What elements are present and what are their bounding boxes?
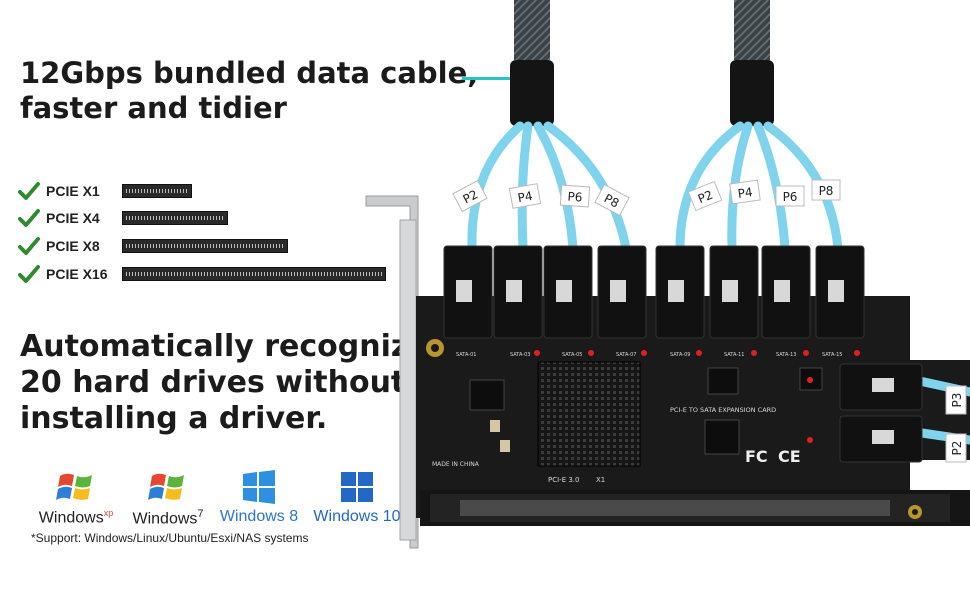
- feature-headline-line2: 20 hard drives without: [20, 365, 406, 400]
- sata-latches: [456, 280, 844, 302]
- bundled-cable-left: [510, 0, 554, 126]
- board-silkscreen: SATA-01 SATA-03 SATA-05 SATA-07 SATA-09 …: [432, 352, 842, 484]
- cable-tag-label: P4: [737, 185, 754, 201]
- windows-7-logo: Windows7: [126, 470, 210, 528]
- callout-pointer-line: [462, 77, 522, 80]
- cable-tag-label: P2: [950, 441, 964, 456]
- sata-connectors-top: [443, 245, 865, 339]
- sata-port-label: SATA-13: [776, 352, 796, 358]
- windows-flag-icon: [56, 473, 92, 500]
- feature-headline-line1: Automatically recognize: [20, 329, 429, 364]
- cable-tag-label: P3: [950, 393, 964, 408]
- cable-headline-line2: faster and tidier: [20, 91, 287, 125]
- windows-tiles-icon: [243, 470, 275, 504]
- cable-tag-label: P2: [461, 187, 481, 206]
- ce-mark: CE: [778, 447, 801, 466]
- cable-tag-label: P6: [783, 190, 798, 204]
- slot-label: PCIE X1: [46, 183, 100, 199]
- cable-headline-line1: 12Gbps bundled data cable,: [20, 56, 479, 90]
- sata-port-label: SATA-09: [670, 352, 690, 358]
- sata-port-label: SATA-15: [822, 352, 842, 358]
- card-name-label: PCI-E TO SATA EXPANSION CARD: [670, 406, 776, 414]
- slot-row-x8: PCIE X8: [18, 235, 288, 257]
- sata-expansion-card-image: P2 P4 P6 P8 P2 P4 P6 P8 P3 P2 SATA-01 SA: [365, 0, 970, 549]
- os-version: 7: [197, 508, 204, 520]
- sata-port-label: SATA-05: [562, 352, 582, 358]
- pci-bracket: [365, 195, 419, 549]
- pcie-x8-slot-graphic: [122, 239, 288, 253]
- os-name: Windows: [132, 510, 198, 528]
- interface-label: PCI-E 3.0: [548, 476, 579, 484]
- windows-tiles-icon: [341, 472, 373, 502]
- sata-port-label: SATA-07: [616, 352, 636, 358]
- sata-port-label: SATA-03: [510, 352, 530, 358]
- slot-label: PCIE X16: [46, 266, 108, 282]
- windows-xp-logo: Windowsxp: [32, 470, 120, 527]
- slot-row-x1: PCIE X1: [18, 180, 192, 202]
- slot-row-x16: PCIE X16: [18, 263, 386, 285]
- windows-flag-icon: [148, 473, 184, 500]
- cable-tag-label: P6: [567, 189, 583, 204]
- support-note: *Support: Windows/Linux/Ubuntu/Esxi/NAS …: [31, 531, 309, 545]
- windows-10-logo: Windows 10: [313, 470, 401, 526]
- cable-tag-label: P8: [602, 191, 622, 210]
- feature-headline-line3: installing a driver.: [20, 401, 328, 436]
- pcie-x4-slot-graphic: [122, 211, 228, 225]
- os-name: Windows 8: [219, 508, 299, 525]
- checkmark-icon: [18, 182, 40, 200]
- windows-8-logo: Windows 8: [217, 470, 301, 526]
- bundled-cable-right: [730, 0, 774, 126]
- os-version: xp: [103, 508, 114, 518]
- cable-tag-label: P8: [819, 184, 834, 198]
- lane-label: X1: [596, 476, 605, 484]
- sata-port-label: SATA-01: [456, 352, 476, 358]
- pcie-x1-slot-graphic: [122, 184, 192, 198]
- os-name: Windows: [38, 509, 104, 527]
- checkmark-icon: [18, 209, 40, 227]
- sata-port-label: SATA-11: [724, 352, 744, 358]
- cable-tag-label: P4: [517, 189, 534, 205]
- os-name: Windows 10: [313, 508, 401, 525]
- fc-mark: FC: [745, 447, 768, 466]
- slot-label: PCIE X4: [46, 210, 100, 226]
- checkmark-icon: [18, 237, 40, 255]
- made-in-label: MADE IN CHINA: [432, 461, 480, 468]
- cable-tags: P2 P4 P6 P8 P2 P4 P6 P8 P3 P2: [452, 179, 967, 463]
- pcie-x16-slot-graphic: [122, 267, 386, 281]
- cable-tag-label: P2: [696, 188, 715, 207]
- checkmark-icon: [18, 265, 40, 283]
- slot-row-x4: PCIE X4: [18, 207, 228, 229]
- slot-label: PCIE X8: [46, 238, 100, 254]
